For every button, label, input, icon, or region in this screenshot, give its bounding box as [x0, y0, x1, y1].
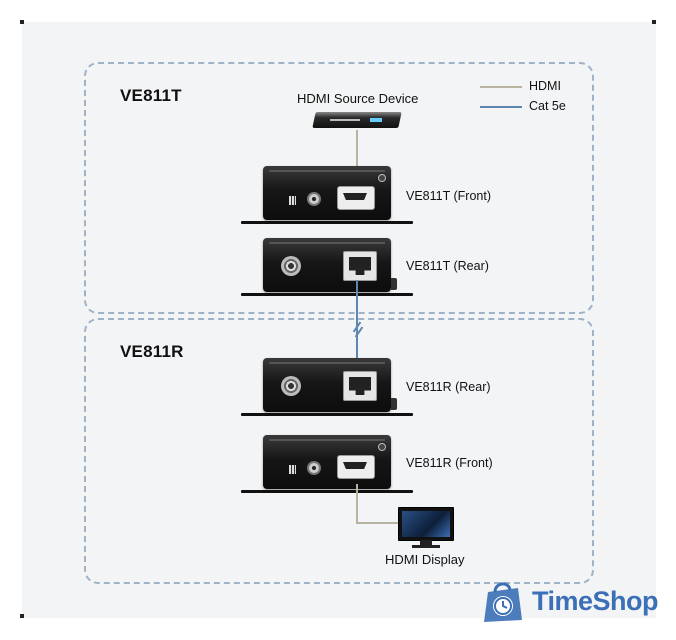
receiver-title: VE811R: [120, 342, 184, 361]
ve811r-front-label: VE811R (Front): [406, 456, 493, 470]
hdmi-display-icon: [398, 507, 454, 551]
timeshop-watermark: TimeShop: [476, 574, 666, 628]
rj45-port-icon: [343, 251, 377, 281]
hdmi-cable-display: [356, 484, 358, 524]
power-jack-icon: [281, 256, 301, 276]
receiver-panel: [84, 318, 594, 584]
ve811t-rear-label: VE811T (Rear): [406, 259, 489, 273]
rj45-port-icon: [343, 371, 377, 401]
ve811r-rear-label: VE811R (Rear): [406, 380, 491, 394]
legend-hdmi-line: [480, 86, 522, 88]
corner-mark: [20, 20, 24, 24]
hdmi-port-icon: [337, 455, 375, 479]
shopping-bag-clock-icon: [484, 582, 522, 622]
legend-cat5e-label: Cat 5e: [529, 99, 566, 113]
source-device-label: HDMI Source Device: [297, 91, 419, 106]
hdmi-display-label: HDMI Display: [385, 552, 465, 567]
ve811r-front-device: [241, 435, 413, 493]
corner-mark: [652, 20, 656, 24]
hdmi-cable-source: [356, 130, 358, 166]
transmitter-panel: [84, 62, 594, 314]
ve811t-front-device: [241, 166, 413, 224]
power-jack-icon: [281, 376, 301, 396]
legend-cat5e-line: [480, 106, 522, 108]
legend-hdmi-label: HDMI: [529, 79, 561, 93]
corner-mark: [20, 614, 24, 618]
hdmi-source-device-icon: [312, 108, 402, 130]
hdmi-port-icon: [337, 186, 375, 210]
ve811r-rear-device: [241, 358, 413, 416]
ve811t-rear-device: [241, 238, 413, 296]
ve811t-front-label: VE811T (Front): [406, 189, 491, 203]
watermark-text: TimeShop: [532, 586, 659, 616]
hdmi-cable-display: [356, 522, 398, 524]
transmitter-title: VE811T: [120, 86, 182, 105]
